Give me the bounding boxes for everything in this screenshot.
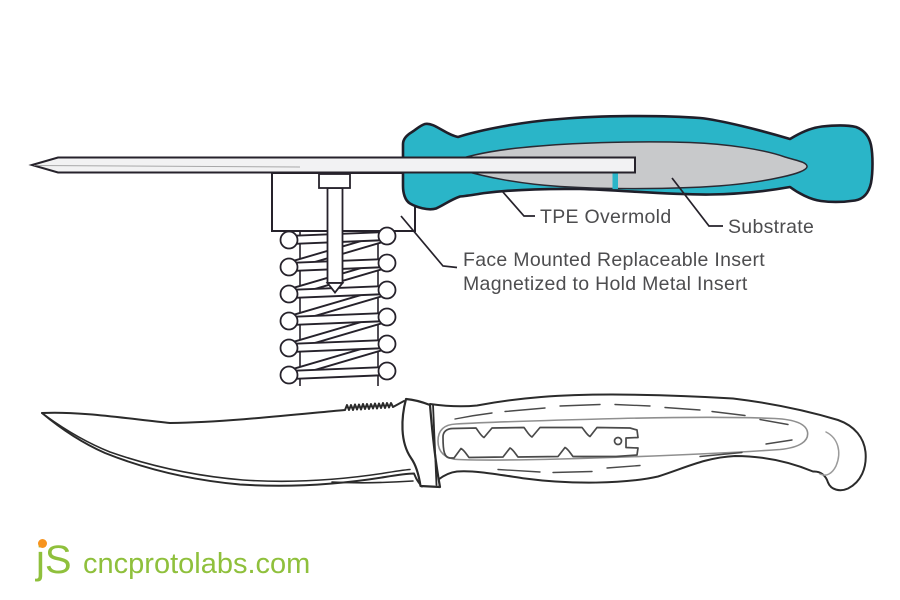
knife-tang <box>442 426 639 459</box>
logo[interactable]: jS cncprotolabs.com <box>36 536 310 588</box>
label-insert-line1: Face Mounted Replaceable Insert <box>463 249 765 271</box>
knife-drawing <box>41 393 867 492</box>
label-insert-line2: Magnetized to Hold Metal Insert <box>463 273 748 295</box>
knife-blade-spine <box>41 400 405 424</box>
label-tpe-overmold: TPE Overmold <box>540 206 671 228</box>
knife-tang-hole <box>613 436 623 446</box>
retaining-screw <box>318 173 351 294</box>
knife-handle-outline <box>429 393 867 492</box>
overmold-tick <box>612 173 618 189</box>
insert-block-assembly <box>271 172 416 386</box>
knife-blade-edge <box>41 412 423 488</box>
knife-bolster-line <box>432 403 438 486</box>
knife-liner-outline <box>437 416 809 461</box>
label-substrate: Substrate <box>728 216 814 238</box>
leader-insert <box>400 215 458 269</box>
logo-domain-link[interactable]: cncprotolabs.com <box>83 548 311 580</box>
callouts <box>400 177 723 269</box>
knife-butt-inner-line <box>819 431 840 476</box>
logo-orange-dot-icon <box>38 539 47 548</box>
knife-ricasso-line <box>331 480 414 484</box>
knife-blade-grind-line <box>45 415 411 483</box>
leader-tpe-overmold <box>501 190 535 217</box>
screwdriver-shaft <box>28 156 636 174</box>
spring-guide-rods <box>299 231 379 386</box>
knife-guard <box>401 397 442 489</box>
knife-overmold-dashes <box>454 403 793 474</box>
leader-substrate <box>671 177 723 227</box>
